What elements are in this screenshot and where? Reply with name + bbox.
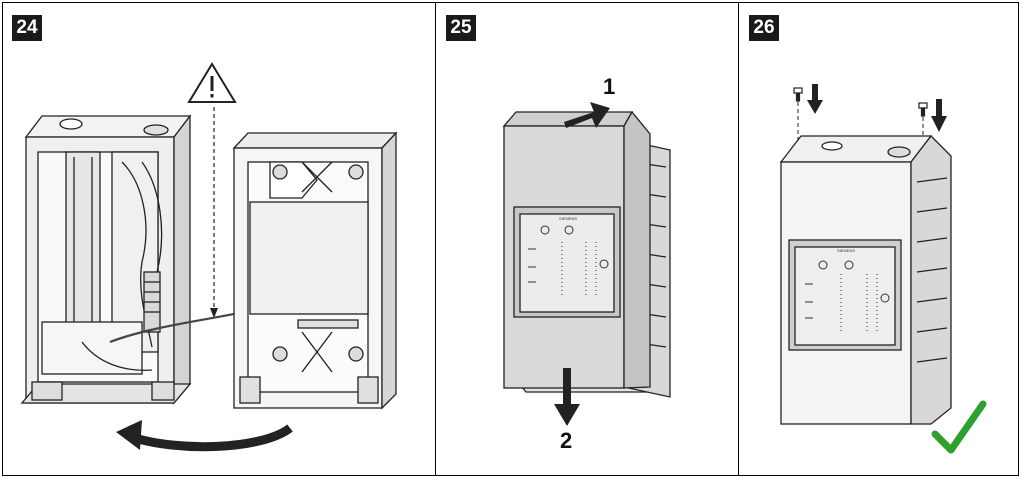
step-panel-25: 25 SIEMENS — [436, 2, 738, 476]
rotate-arrow — [130, 424, 293, 452]
screw-icon-right — [918, 102, 928, 117]
arrow-up-right-icon — [564, 102, 610, 128]
arrow-down-icon-right — [931, 99, 947, 132]
open-housing — [20, 114, 192, 405]
step-number-badge: 26 — [749, 15, 779, 41]
closed-device — [779, 135, 952, 425]
housing-cover — [232, 131, 398, 410]
checkmark-icon — [931, 400, 987, 454]
step-panel-26: 26 — [739, 2, 1019, 476]
arrow-down-icon — [554, 404, 580, 426]
arrow-step-2-label: 2 — [560, 428, 573, 453]
screw-icon-left — [793, 87, 803, 102]
step-24-illustration — [20, 62, 398, 452]
brand-mark: SIEMENS — [837, 248, 855, 253]
panel-divider-1 — [435, 2, 436, 476]
step-number-badge: 25 — [446, 15, 476, 41]
step-26-illustration: SIEMENS — [779, 84, 987, 454]
panel-divider-2 — [738, 2, 739, 476]
warning-icon — [187, 62, 237, 103]
step-25-illustration: SIEMENS — [502, 102, 671, 426]
brand-mark: SIEMENS — [559, 216, 577, 221]
step-number-badge: 24 — [12, 15, 42, 41]
arrow-step-1-label: 1 — [603, 74, 616, 99]
front-cover — [502, 110, 651, 389]
step-panel-24: 24 — [2, 2, 435, 476]
arrow-down-icon-left — [807, 84, 823, 114]
